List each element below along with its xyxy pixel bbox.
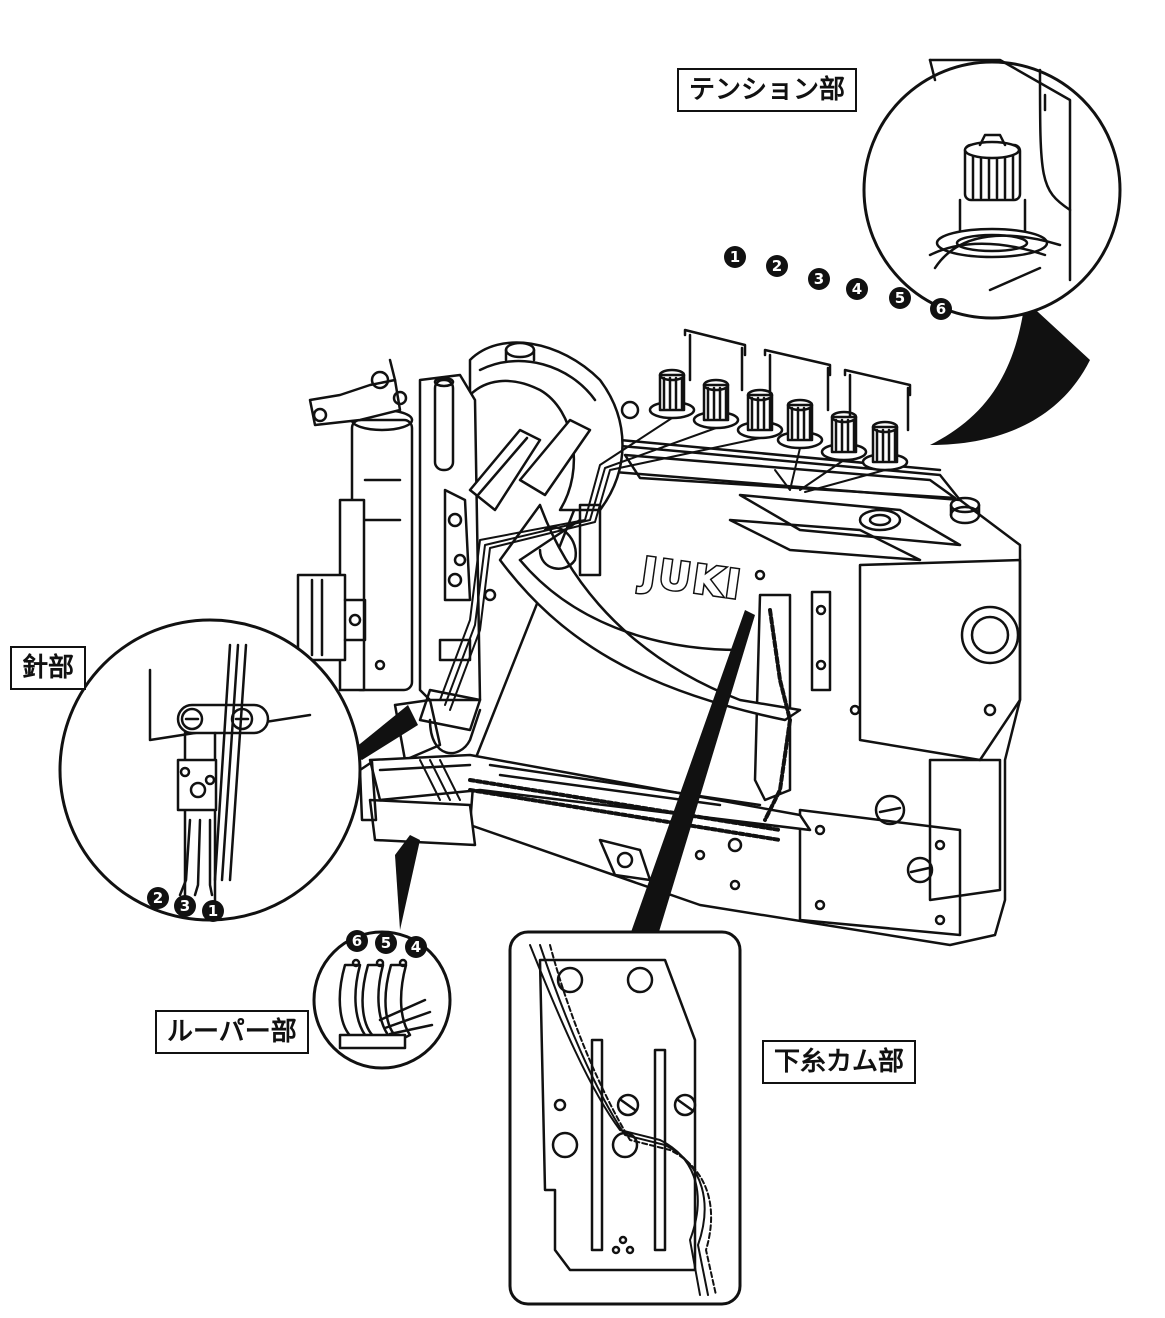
svg-text:1: 1 bbox=[208, 902, 218, 920]
svg-text:5: 5 bbox=[381, 934, 391, 952]
needle-number-1: 1 bbox=[202, 900, 224, 922]
looper-number-6: 6 bbox=[346, 930, 368, 952]
label-needle-section: 針部 bbox=[10, 646, 87, 690]
needle-number-3: 3 bbox=[174, 895, 196, 917]
needle-number-badges: 2 3 1 bbox=[147, 887, 224, 922]
needle-detail-view bbox=[58, 618, 362, 922]
needle-number-2: 2 bbox=[147, 887, 169, 909]
looper-detail-view bbox=[312, 930, 452, 1070]
tension-knob-2 bbox=[692, 378, 740, 430]
tension-number-6: 6 bbox=[930, 298, 952, 320]
machine-body bbox=[468, 438, 1022, 947]
tension-knob-1 bbox=[648, 368, 696, 420]
thread-paths bbox=[419, 417, 886, 822]
tension-knob-4 bbox=[776, 398, 824, 450]
svg-text:5: 5 bbox=[895, 289, 905, 307]
tension-number-badges: 1 2 3 4 5 6 bbox=[724, 246, 952, 320]
tension-number-2: 2 bbox=[766, 255, 788, 277]
label-lower-thread-cam-section: 下糸カム部 bbox=[762, 1040, 917, 1084]
tension-number-4: 4 bbox=[846, 278, 868, 300]
tension-number-1: 1 bbox=[724, 246, 746, 268]
thread-tension-assemblies bbox=[648, 328, 912, 472]
callout-pointers bbox=[350, 300, 1090, 945]
svg-text:2: 2 bbox=[153, 889, 163, 907]
svg-text:3: 3 bbox=[814, 270, 824, 288]
tension-knob-5 bbox=[820, 410, 868, 462]
svg-text:6: 6 bbox=[352, 932, 362, 950]
svg-text:4: 4 bbox=[411, 938, 421, 956]
looper-number-5: 5 bbox=[375, 932, 397, 954]
machine-arm bbox=[296, 341, 802, 762]
tension-knob-3 bbox=[736, 388, 784, 440]
looper-number-badges: 6 5 4 bbox=[346, 930, 427, 958]
tension-knob-6 bbox=[861, 420, 909, 472]
machine-bed bbox=[358, 753, 812, 847]
tension-detail-view bbox=[862, 58, 1122, 320]
looper-number-4: 4 bbox=[405, 936, 427, 958]
tension-number-3: 3 bbox=[808, 268, 830, 290]
svg-text:6: 6 bbox=[936, 300, 946, 318]
svg-text:3: 3 bbox=[180, 897, 190, 915]
lower-cam-detail-view bbox=[508, 930, 742, 1306]
svg-text:2: 2 bbox=[772, 257, 782, 275]
svg-text:1: 1 bbox=[730, 248, 740, 266]
tension-number-5: 5 bbox=[889, 287, 911, 309]
svg-text:4: 4 bbox=[852, 280, 862, 298]
label-looper-section: ルーパー部 bbox=[155, 1010, 309, 1054]
label-tension-section: テンション部 bbox=[677, 68, 858, 112]
